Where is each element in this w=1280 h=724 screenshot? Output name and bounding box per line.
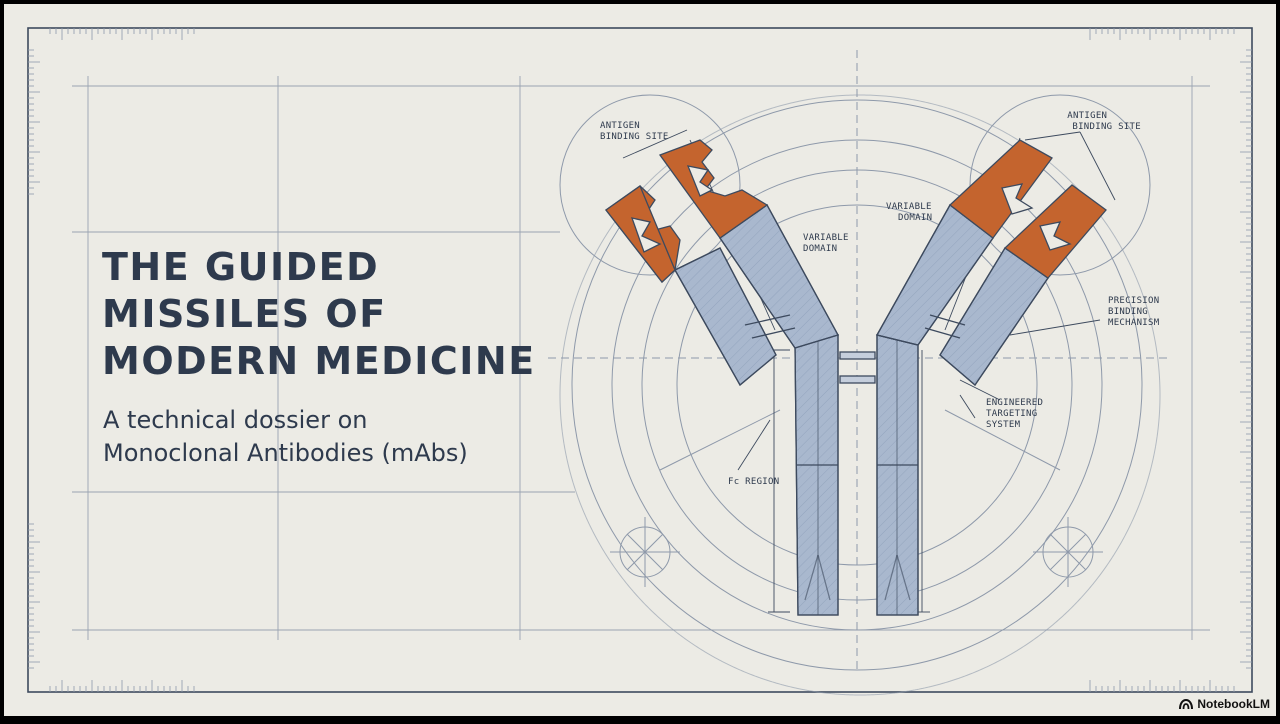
label-variable-right: VARIABLE DOMAIN [886,202,937,223]
construction-geometry [548,50,1170,696]
subtitle-line: Monoclonal Antibodies (mAbs) [103,439,468,467]
label-antigen-left: ANTIGEN BINDING SITE [600,121,669,142]
subtitle-line: A technical dossier on [103,406,368,434]
left-heavy-chain [658,139,839,349]
brand-name: NotebookLM [1197,697,1270,711]
right-heavy-chain [876,139,1053,346]
brand-watermark: NotebookLM [1179,697,1270,711]
label-precision: PRECISION BINDING MECHANISM [1108,296,1165,328]
antibody-illustration [605,139,1107,616]
subtitle: A technical dossier on Monoclonal Antibo… [103,404,573,470]
paper-background [4,4,1276,716]
page-title: THE GUIDED MISSILES OF MODERN MEDICINE [102,244,572,385]
right-light-chain [924,184,1107,386]
outer-frame [27,27,1253,693]
left-light-chain [605,185,796,386]
ruler-ticks [28,28,1252,692]
callout-labels: ANTIGEN BINDING SITE ANTIGEN BINDING SIT… [600,111,1165,487]
label-engineered: ENGINEERED TARGETING SYSTEM [986,398,1049,430]
title-line: MISSILES OF [102,292,387,336]
label-antigen-right: ANTIGEN BINDING SITE [1067,111,1141,132]
title-line: THE GUIDED [102,245,380,289]
label-variable-left: VARIABLE DOMAIN [803,233,854,254]
grid-lines [72,76,1210,640]
label-fc-region: Fc REGION [728,477,779,487]
fc-stem [794,334,919,616]
notebooklm-logo-icon [1179,698,1194,709]
title-line: MODERN MEDICINE [102,339,536,383]
